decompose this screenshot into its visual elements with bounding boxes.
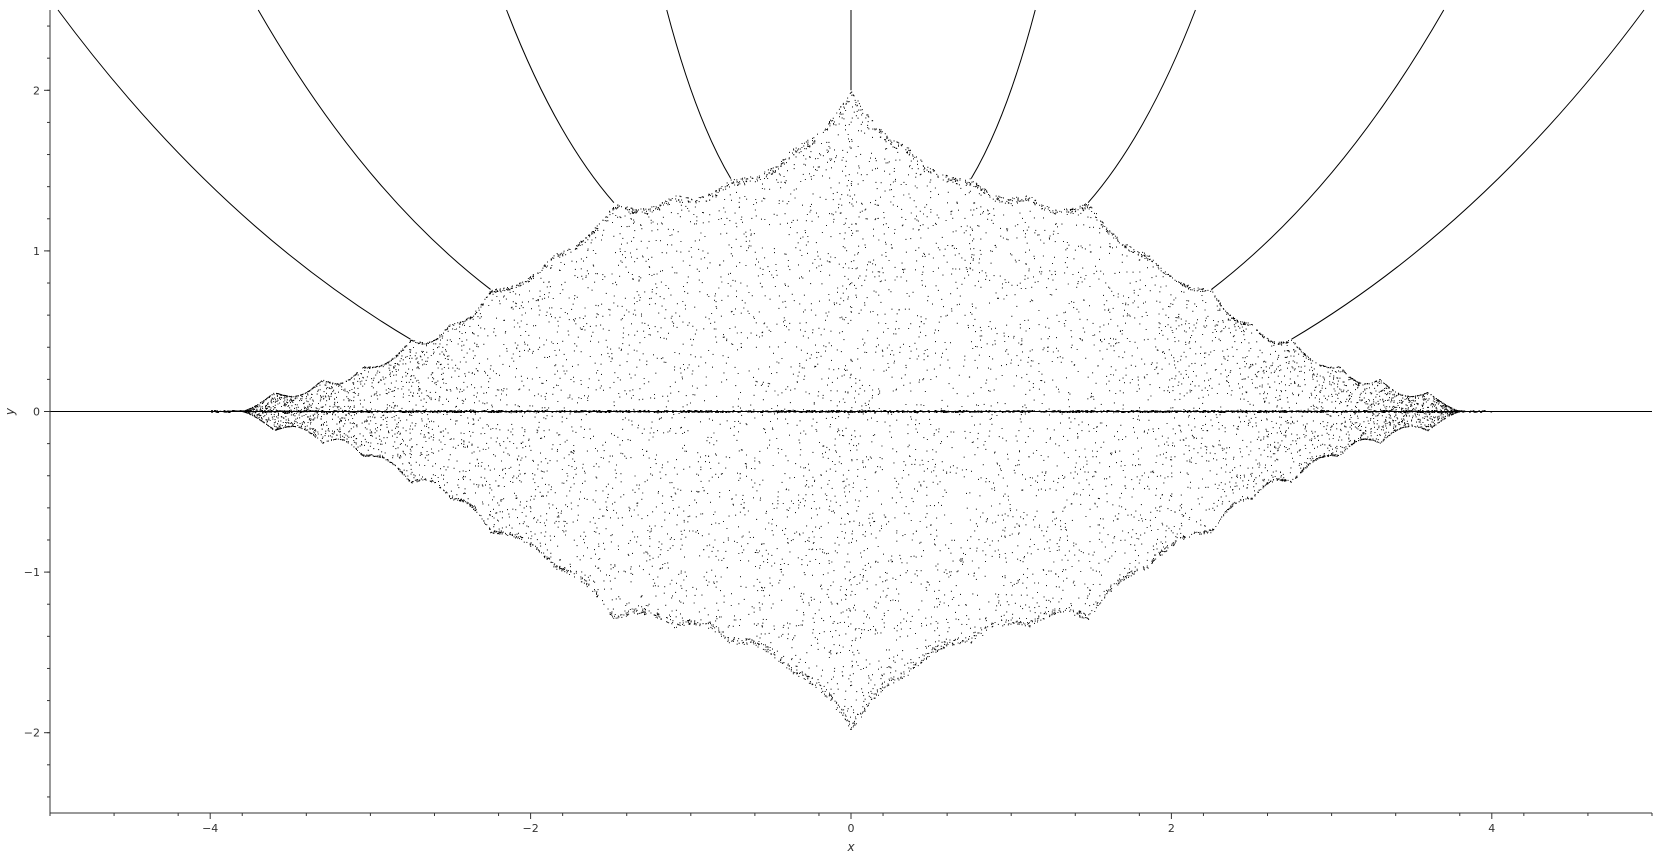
x-axis-label: x (846, 840, 855, 854)
ticks: −4 −2 0 2 4 −2 −1 0 1 2 (24, 25, 1653, 835)
ray-line-1 (257, 9, 491, 290)
y-tick-label: −1 (24, 566, 40, 579)
ray-line-8 (1291, 9, 1645, 340)
x-tick-label: 0 (848, 822, 855, 835)
y-axis-label: y (3, 407, 17, 416)
ray-line-7 (1211, 9, 1445, 290)
y-tick-label: 2 (33, 84, 40, 97)
ray-line-3 (666, 9, 732, 179)
ray-line-0 (57, 9, 411, 340)
x-tick-label: −4 (202, 822, 218, 835)
point-cloud (211, 91, 1493, 731)
x-tick-label: −2 (522, 822, 538, 835)
y-tick-label: 0 (33, 406, 40, 419)
data-points (211, 91, 1493, 731)
ray-line-5 (970, 9, 1036, 179)
ray-line-2 (506, 9, 615, 204)
y-tick-label: −2 (24, 727, 40, 740)
y-tick-label: 1 (33, 245, 40, 258)
x-tick-label: 2 (1168, 822, 1175, 835)
x-tick-label: 4 (1488, 822, 1495, 835)
ray-lines (50, 9, 1652, 412)
ray-line-6 (1087, 9, 1196, 204)
